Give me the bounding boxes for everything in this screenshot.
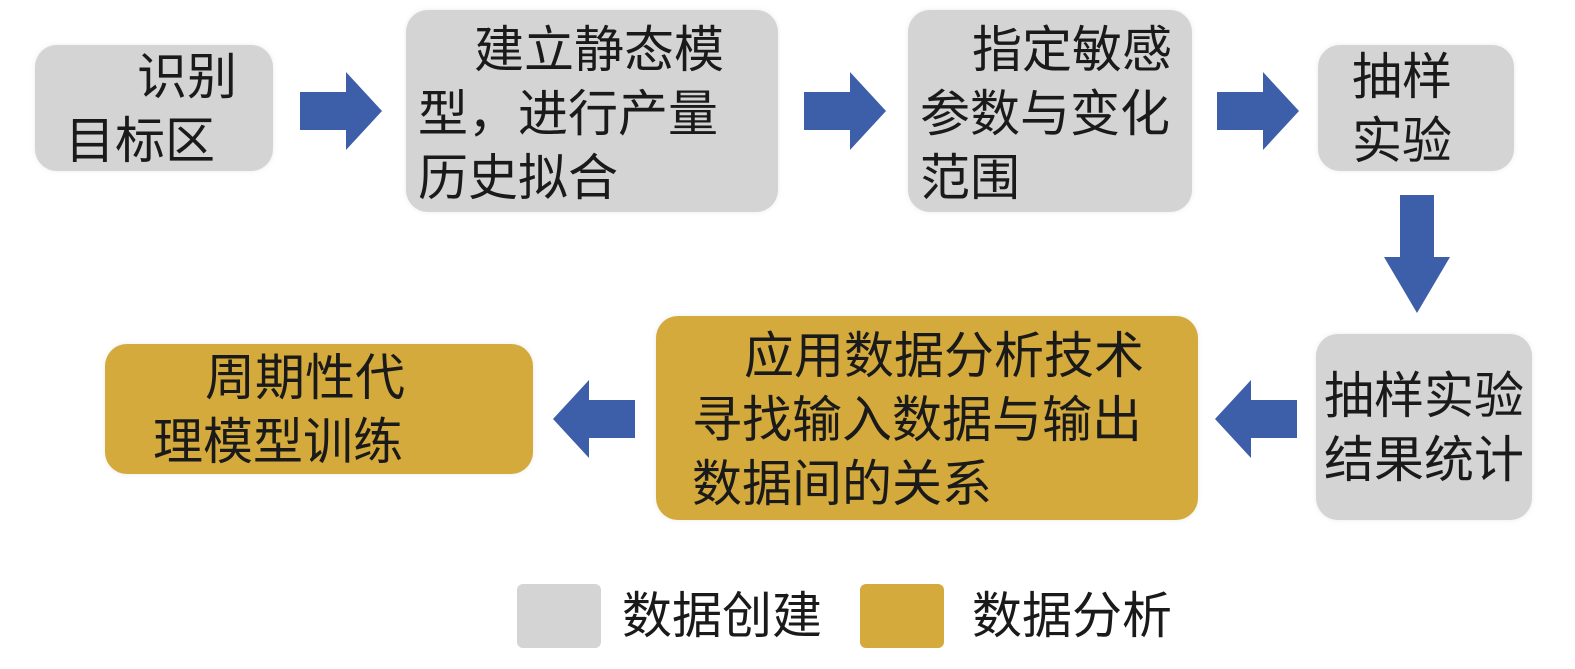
- node-sampling-experiment: 抽样 实验: [1318, 45, 1514, 171]
- arrow-right-icon: [1217, 72, 1299, 150]
- node-line: 应用数据分析技术: [744, 327, 1144, 385]
- node-line: 目标区: [65, 112, 215, 170]
- arrow-right-icon: [804, 72, 886, 150]
- node-data-analysis: 应用数据分析技术 寻找输入数据与输出 数据间的关系: [656, 316, 1198, 520]
- legend-label-data-creation: 数据创建: [622, 587, 822, 645]
- node-line: 抽样: [1352, 48, 1452, 106]
- node-line: 建立静态模: [474, 21, 724, 79]
- node-line: 历史拟合: [418, 149, 618, 207]
- arrow-down-icon: [1384, 195, 1450, 313]
- node-line: 数据间的关系: [692, 455, 992, 513]
- node-proxy-model-training: 周期性代 理模型训练: [105, 344, 533, 474]
- legend-label-data-analysis: 数据分析: [972, 587, 1172, 645]
- node-sampling-stats: 抽样实验 结果统计: [1316, 334, 1532, 520]
- arrow-left-icon: [553, 380, 635, 458]
- arrow-right-icon: [300, 72, 382, 150]
- node-line: 结果统计: [1324, 431, 1524, 489]
- node-line: 实验: [1352, 112, 1452, 170]
- node-static-model: 建立静态模 型，进行产量 历史拟合: [406, 10, 778, 212]
- legend-swatch-data-creation: [517, 584, 601, 648]
- node-line: 寻找输入数据与输出: [692, 391, 1142, 449]
- node-identify-target-area: 识别 目标区: [35, 45, 273, 171]
- node-line: 型，进行产量: [418, 85, 718, 143]
- node-sensitive-params: 指定敏感 参数与变化 范围: [908, 10, 1192, 212]
- node-line: 参数与变化: [920, 85, 1170, 143]
- legend-swatch-data-analysis: [860, 584, 944, 648]
- node-line: 指定敏感: [972, 21, 1172, 79]
- node-line: 识别: [137, 48, 237, 106]
- node-line: 理模型训练: [153, 413, 403, 471]
- arrow-left-icon: [1215, 380, 1297, 458]
- node-line: 范围: [920, 149, 1020, 207]
- node-line: 周期性代: [205, 349, 405, 407]
- node-line: 抽样实验: [1324, 367, 1524, 425]
